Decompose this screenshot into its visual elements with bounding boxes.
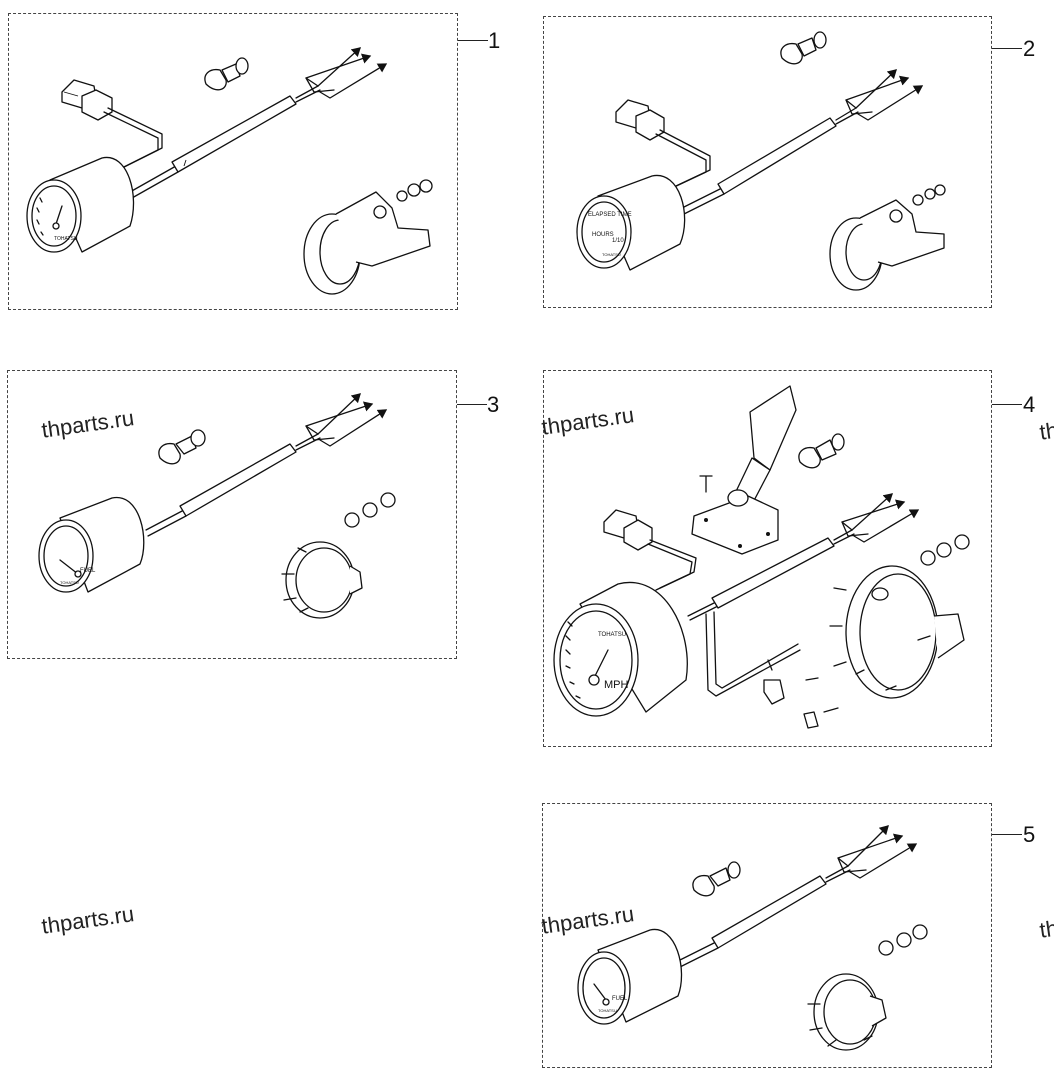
dial-fuel: FUEL [80, 568, 96, 574]
bulb-1 [204, 57, 249, 91]
dial-hours: HOURS [592, 232, 614, 238]
gauge-kit-2: ELAPSED TIME HOURS 1/10 TOHATSU [576, 31, 946, 291]
gauge-2: ELAPSED TIME HOURS 1/10 TOHATSU [576, 174, 686, 271]
gauge-4: TOHATSU MPH [553, 581, 688, 717]
gauge-kit-1: TOHATSU [26, 47, 433, 295]
connector-plug-4 [603, 509, 653, 551]
gauge-3: FUEL TOHATSU [38, 496, 145, 593]
bulb-4 [798, 433, 845, 469]
panel-3 [7, 370, 457, 659]
panel-1 [8, 13, 458, 310]
connector-plug-2 [615, 99, 665, 141]
gauge-1: TOHATSU [26, 156, 135, 253]
dial-fuel: FUEL [612, 996, 628, 1002]
callout-line-5 [992, 834, 1022, 835]
bulb-3 [158, 429, 206, 465]
dial-brand-text: TOHATSU [598, 632, 626, 638]
connector-plug-1 [61, 79, 113, 121]
callout-number-3: 3 [487, 392, 500, 417]
dial-elapsed-time: ELAPSED TIME [588, 212, 632, 218]
gauge-kit-5: FUEL TOHATSU [577, 825, 928, 1051]
mount-ring-5 [807, 973, 887, 1051]
gauge-kit-3: FUEL TOHATSU [38, 393, 396, 619]
mount-ring-3 [281, 541, 363, 619]
gauge-kit-4: TOHATSU MPH [553, 385, 970, 729]
callout-line-3 [457, 404, 487, 405]
panel-2 [543, 16, 992, 308]
mount-bracket-1 [303, 191, 431, 295]
dial-brand-text: TOHATSU [598, 1008, 617, 1013]
dial-mph: MPH [604, 679, 629, 691]
gauge-5: FUEL TOHATSU [577, 928, 683, 1025]
trim-sender-4 [691, 385, 797, 555]
callout-line-2 [992, 48, 1022, 49]
callout-line-4 [992, 404, 1022, 405]
dial-brand-text: TOHATSU [602, 252, 621, 257]
dial-brand-text: TOHATSU [60, 580, 79, 585]
panel-4 [543, 370, 992, 747]
mount-ring-4 [829, 565, 965, 699]
bulb-5 [692, 861, 741, 897]
callout-number-2: 2 [1023, 36, 1036, 61]
panel-5 [542, 803, 992, 1068]
bulb-2 [780, 31, 827, 65]
callout-line-1 [458, 40, 488, 41]
mount-bracket-2 [829, 199, 945, 291]
callout-number-1: 1 [488, 28, 501, 53]
dial-tenth: 1/10 [612, 238, 624, 244]
callout-number-5: 5 [1023, 822, 1036, 847]
dial-brand-text: TOHATSU [54, 236, 78, 242]
callout-number-4: 4 [1023, 392, 1036, 417]
